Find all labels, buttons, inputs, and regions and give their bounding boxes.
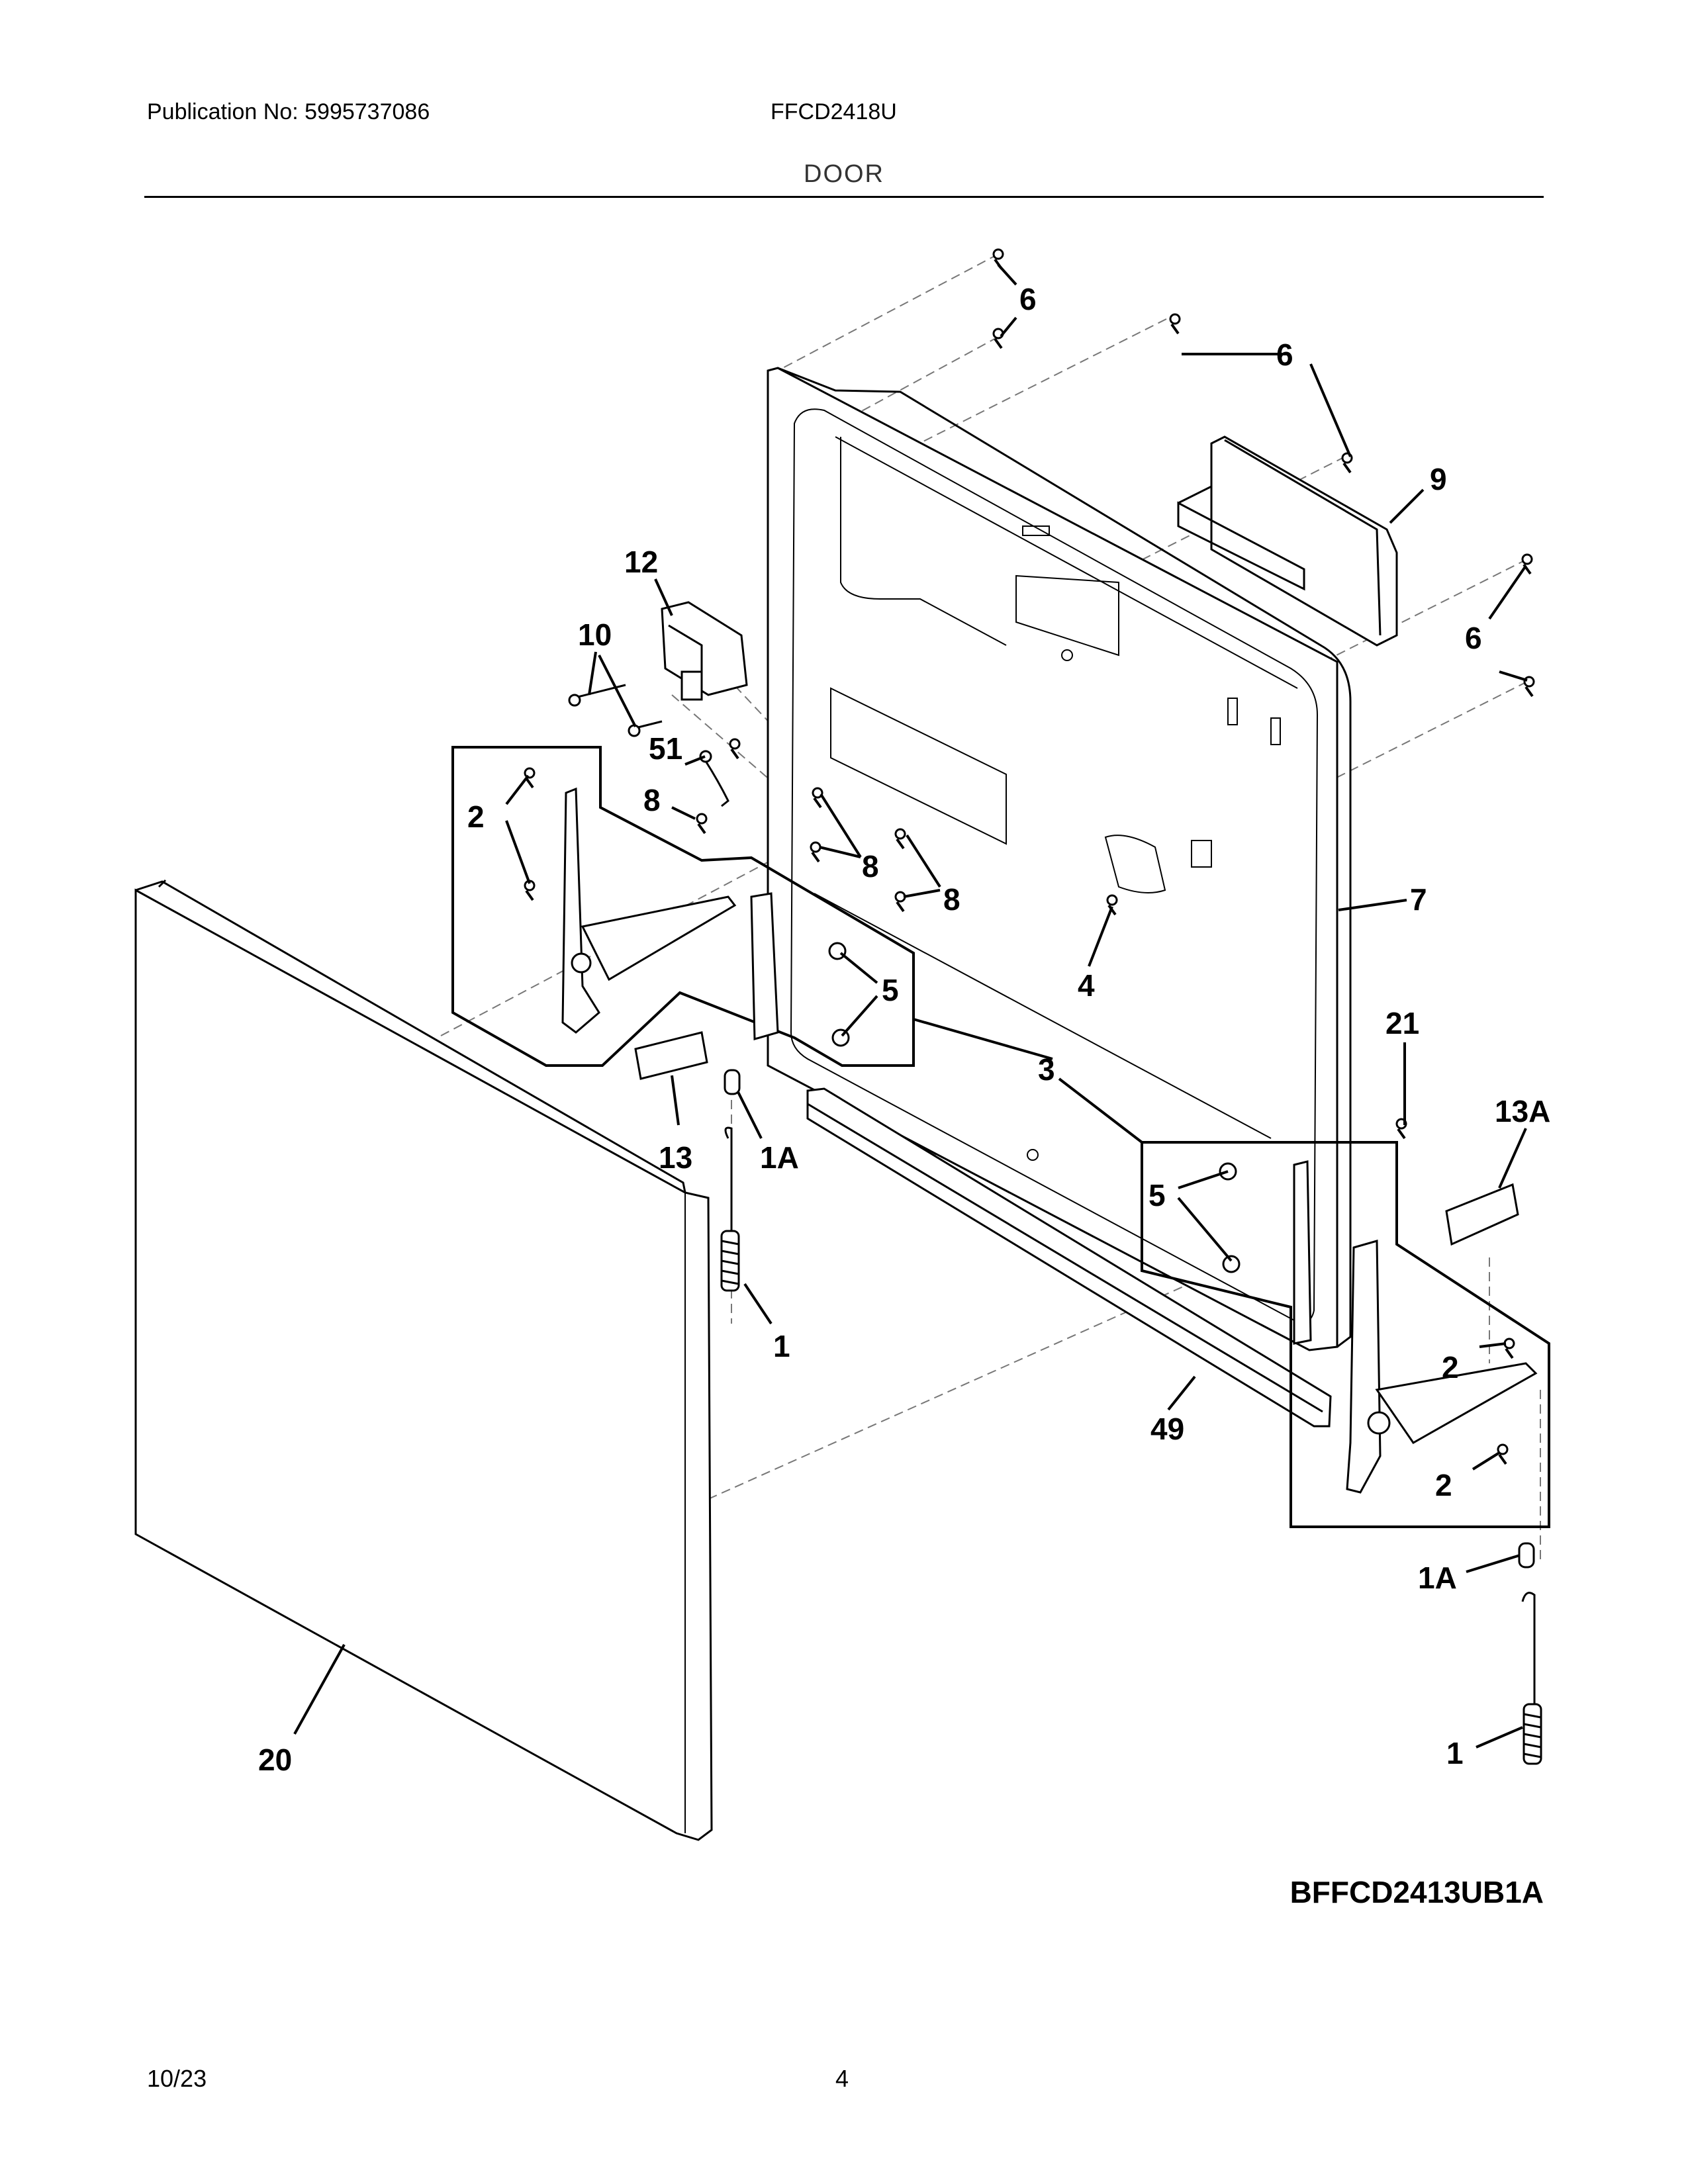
door-pad-13 [634,1031,708,1080]
page-number: 4 [835,2065,849,2092]
control-panel [1177,435,1398,647]
door-spring-left [720,1126,740,1292]
callout-5b: 5 [1149,1178,1166,1212]
outer-door-panel [134,879,713,1841]
callout-6b: 6 [1276,338,1293,372]
drawing-code: BFFCD2413UB1A [1289,1875,1544,1909]
callout-8a: 8 [643,783,661,817]
callout-49: 49 [1150,1412,1184,1446]
footer-date: 10/23 [147,2065,207,2092]
door-cable [699,750,729,807]
callout-7: 7 [1410,882,1427,917]
callout-6c: 6 [1465,621,1482,655]
callout-10: 10 [578,617,612,652]
callout-labels: 6 6 9 6 12 10 51 8 8 8 2 5 7 4 3 21 13A … [258,282,1550,1777]
callout-13a: 13A [1495,1094,1550,1128]
callout-1-left: 1 [773,1329,790,1363]
left-hinge-arm [561,787,737,1034]
callout-8b: 8 [862,849,879,884]
door-bottom-strip [806,1087,1332,1428]
callout-6a: 6 [1019,282,1037,316]
cable-pulley-right [1518,1542,1535,1569]
callout-20: 20 [258,1743,292,1777]
callout-1a-left: 1A [760,1140,799,1175]
section-title: DOOR [804,160,884,188]
callout-2c: 2 [1435,1468,1452,1502]
callout-5a: 5 [882,973,899,1007]
left-hinge-plate [750,892,779,1040]
callout-1-right: 1 [1446,1736,1464,1770]
right-hinge-arm [1346,1240,1538,1494]
door-spring-right [1521,1592,1542,1765]
callout-2b: 2 [1442,1350,1459,1385]
door-pad-13a [1445,1183,1519,1246]
right-hinge-plate [1293,1160,1312,1345]
callout-9: 9 [1430,462,1447,496]
publication-number: Publication No: 5995737086 [147,99,430,124]
header-rule [144,196,1544,198]
callout-13: 13 [659,1140,692,1175]
door-latch [661,601,748,701]
callout-51: 51 [649,731,682,766]
cable-pulley-left [724,1069,741,1095]
callout-12: 12 [624,545,658,579]
inner-door-panel [767,367,1352,1351]
left-hinge-box [451,746,915,1067]
latch-pins [568,684,663,737]
callout-1a-right: 1A [1418,1561,1457,1595]
callout-8c: 8 [943,882,961,917]
callout-4: 4 [1078,968,1095,1003]
model-number: FFCD2418U [771,99,897,124]
callout-leaders [293,263,1528,1749]
callout-21: 21 [1385,1006,1419,1040]
right-hinge-box [1141,1141,1550,1528]
callout-3: 3 [1038,1052,1055,1087]
callout-2a: 2 [467,799,485,834]
